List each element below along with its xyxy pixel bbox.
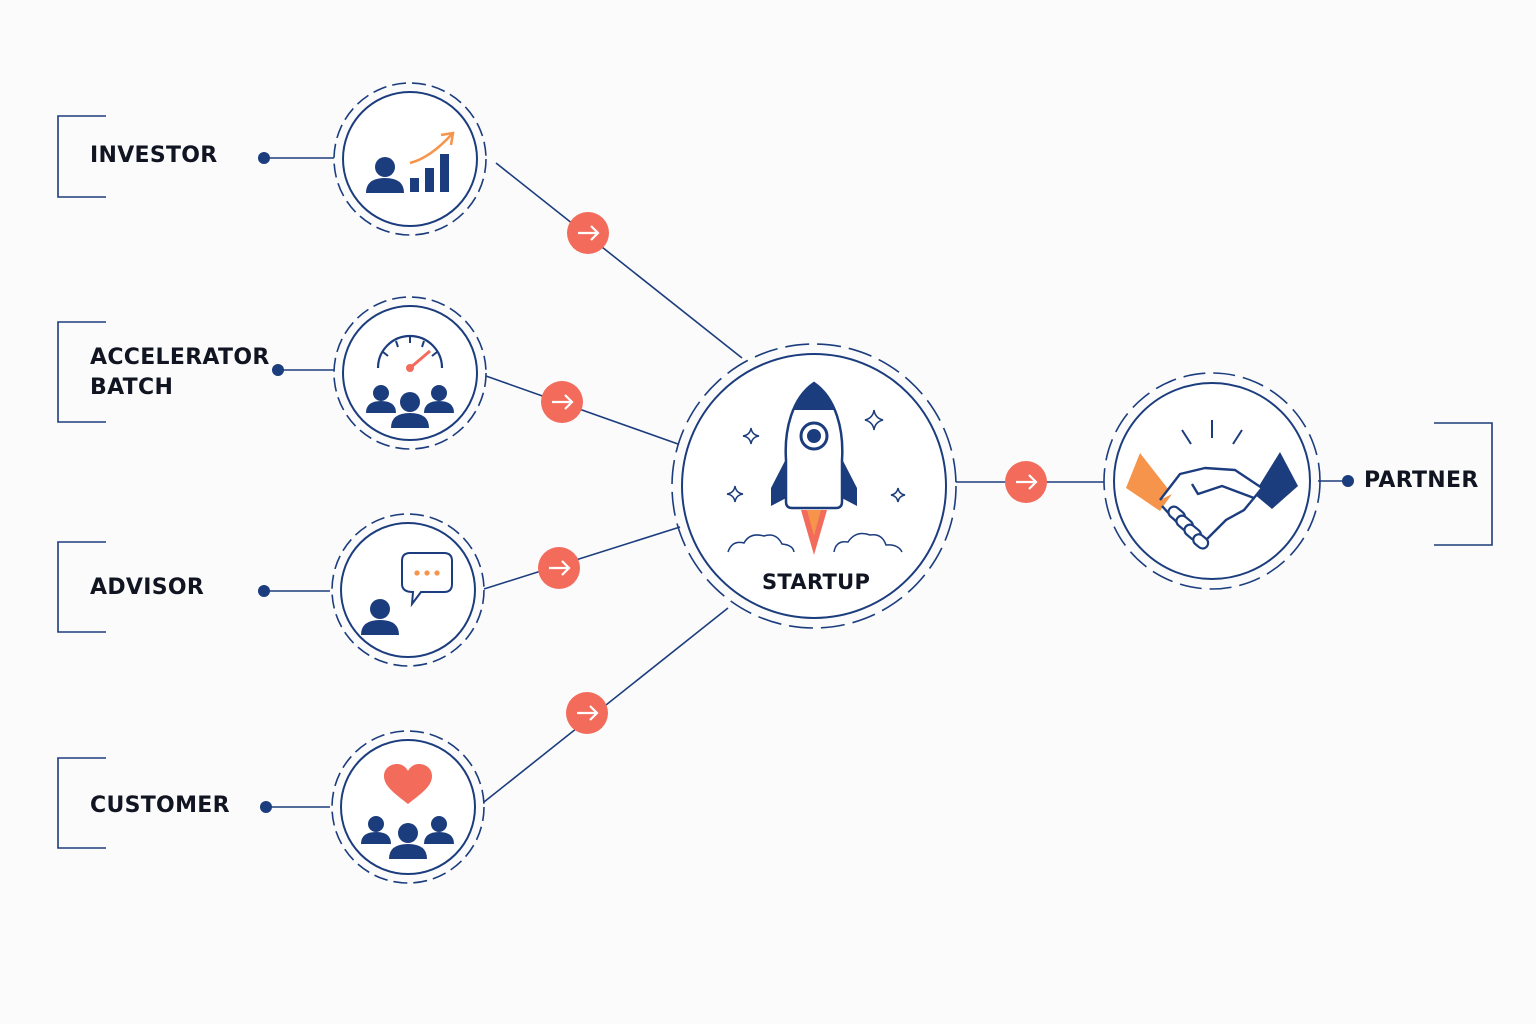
arrow-right-icon bbox=[567, 212, 609, 254]
edge-advisor-startup bbox=[483, 526, 681, 590]
startup-label: STARTUP bbox=[762, 570, 871, 594]
customer-heart-icon bbox=[361, 764, 454, 859]
partner-label: PARTNER bbox=[1364, 468, 1479, 493]
label-brackets bbox=[57, 115, 1493, 849]
arrow-right-icon bbox=[538, 547, 580, 589]
customer-label: CUSTOMER bbox=[90, 793, 230, 818]
customer-node[interactable] bbox=[331, 730, 485, 884]
accelerator-label-line1: ACCELERATOR bbox=[90, 345, 270, 370]
advisor-chat-icon bbox=[361, 552, 453, 635]
speedometer-group-icon bbox=[366, 334, 454, 428]
handshake-icon bbox=[1126, 420, 1298, 550]
accelerator-label: ACCELERATOR BATCH bbox=[90, 343, 270, 403]
arrow-right-icon bbox=[566, 692, 608, 734]
startup-node[interactable] bbox=[671, 343, 957, 629]
connector-dots bbox=[258, 152, 1354, 813]
advisor-node[interactable] bbox=[331, 513, 485, 667]
arrow-right-icon bbox=[541, 381, 583, 423]
rocket-icon bbox=[726, 381, 906, 555]
accelerator-node[interactable] bbox=[333, 296, 487, 450]
partner-node[interactable] bbox=[1103, 372, 1321, 590]
edge-investor-startup bbox=[495, 162, 743, 359]
edge-accelerator-startup bbox=[485, 375, 679, 445]
investor-growth-icon bbox=[366, 131, 455, 193]
accelerator-label-line2: BATCH bbox=[90, 375, 174, 400]
flow-arrows bbox=[538, 212, 1047, 734]
investor-label: INVESTOR bbox=[90, 143, 218, 168]
investor-node[interactable] bbox=[333, 82, 487, 236]
advisor-label: ADVISOR bbox=[90, 575, 205, 600]
arrow-right-icon bbox=[1005, 461, 1047, 503]
